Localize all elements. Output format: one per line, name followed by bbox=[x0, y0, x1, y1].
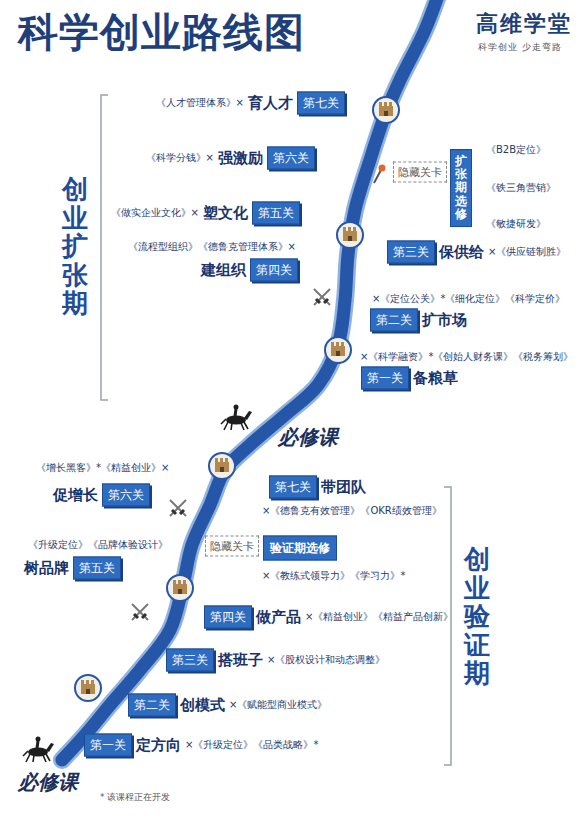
level-badge: 第三关 bbox=[166, 649, 214, 672]
course-list: ×《教练式领导力》《学习力》* bbox=[262, 570, 405, 582]
bracket bbox=[444, 487, 451, 765]
node-label: 扩张期选修 bbox=[455, 155, 467, 221]
course-list: 《人才管理体系》× bbox=[156, 97, 244, 109]
castle-icon bbox=[75, 675, 101, 701]
node-label: 第二关 bbox=[134, 697, 170, 714]
level-badge: 第五关 bbox=[252, 202, 300, 225]
course-list: 《敏捷研发》 bbox=[486, 218, 546, 230]
course-list: ×《升级定位》《品类战略》* bbox=[185, 739, 318, 751]
phase-title: 创业验证期 bbox=[464, 545, 490, 688]
node-label: 第三关 bbox=[393, 244, 429, 261]
node-label: 第七关 bbox=[303, 95, 339, 112]
level-name: 保供给 bbox=[439, 243, 484, 261]
level-name: 带团队 bbox=[321, 478, 366, 496]
level-name: 搭班子 bbox=[218, 651, 263, 669]
level-name: 育人才 bbox=[248, 94, 293, 112]
node-label: 第一关 bbox=[367, 370, 403, 387]
node-label: 第三关 bbox=[172, 652, 208, 669]
level-name: 建组织 bbox=[201, 261, 246, 279]
course-list: ×《股权设计和动态调整》 bbox=[267, 654, 385, 666]
level-name: 促增长 bbox=[53, 486, 98, 504]
castle-icon bbox=[373, 97, 399, 123]
course-list: ×《供应链制胜》 bbox=[488, 246, 566, 258]
level-badge: 第六关 bbox=[102, 484, 150, 507]
hidden-level-box: 隐藏关卡 bbox=[393, 162, 447, 183]
slogan-text: 科学创业 少走弯路 bbox=[478, 42, 562, 53]
level-badge: 第四关 bbox=[250, 259, 298, 282]
level-badge: 第六关 bbox=[267, 147, 315, 170]
sword-icon bbox=[170, 500, 186, 516]
required-course-label: 必修课 bbox=[18, 770, 78, 794]
hidden-level-box: 隐藏关卡 bbox=[205, 536, 259, 557]
level-name: 强激励 bbox=[218, 149, 263, 167]
node-label: 第二关 bbox=[376, 312, 412, 329]
level-badge: 第三关 bbox=[387, 241, 435, 264]
node-label: 第六关 bbox=[273, 150, 309, 167]
sword-icon bbox=[314, 289, 330, 305]
node-label: 第五关 bbox=[79, 560, 115, 577]
course-list: ×《赋能型商业模式》 bbox=[229, 699, 327, 711]
elective-box: 验证期选修 bbox=[263, 536, 337, 561]
course-list: 《科学分钱》× bbox=[146, 152, 214, 164]
level-name: 做产品 bbox=[256, 608, 301, 626]
castle-icon bbox=[325, 337, 351, 363]
course-list: ×《精益创业》《精益产品创新》 bbox=[305, 611, 453, 623]
node-label: 第四关 bbox=[210, 609, 246, 626]
level-name: 定方向 bbox=[136, 736, 181, 754]
level-badge: 第一关 bbox=[361, 367, 409, 390]
level-badge: 第四关 bbox=[204, 606, 252, 629]
level-badge: 第一关 bbox=[84, 734, 132, 757]
course-list: 《增长黑客》*《精益创业》× bbox=[36, 462, 169, 474]
torch-icon bbox=[374, 165, 386, 184]
course-list: 《做实企业文化》× bbox=[111, 207, 199, 219]
node-label: 第四关 bbox=[256, 262, 292, 279]
horse-rider-icon bbox=[221, 405, 252, 431]
elective-box: 扩张期选修 bbox=[450, 149, 472, 227]
node-label: 第五关 bbox=[258, 205, 294, 222]
required-course-label: 必修课 bbox=[278, 425, 338, 449]
node-label: 隐藏关卡 bbox=[210, 539, 254, 554]
level-name: 创模式 bbox=[180, 696, 225, 714]
road-edge bbox=[62, 0, 440, 760]
node-label: 验证期选修 bbox=[270, 540, 330, 557]
level-badge: 第二关 bbox=[128, 694, 176, 717]
logo-text: 高维学堂 bbox=[476, 11, 572, 37]
level-name: 树品牌 bbox=[24, 559, 69, 577]
course-list: 《B2B定位》 bbox=[486, 144, 546, 156]
level-name: 备粮草 bbox=[413, 369, 458, 387]
bracket bbox=[101, 95, 108, 400]
node-label: 第七关 bbox=[275, 479, 311, 496]
level-name: 塑文化 bbox=[203, 204, 248, 222]
node-label: 第一关 bbox=[90, 737, 126, 754]
level-name: 扩市场 bbox=[422, 311, 467, 329]
course-list: 《铁三角营销》 bbox=[486, 182, 556, 194]
title: 科学创业路线图 bbox=[18, 8, 305, 56]
course-list: ×《德鲁克有效管理》《OKR绩效管理》 bbox=[262, 505, 442, 517]
level-badge: 第七关 bbox=[269, 476, 317, 499]
castle-icon bbox=[167, 575, 193, 601]
level-badge: 第五关 bbox=[73, 557, 121, 580]
node-label: 隐藏关卡 bbox=[398, 165, 442, 180]
sword-icon bbox=[132, 604, 148, 620]
castle-icon bbox=[209, 453, 235, 479]
phase-title: 创业扩张期 bbox=[62, 175, 88, 318]
course-list: ×《定位公关》*《细化定位》《科学定价》 bbox=[372, 293, 565, 305]
level-badge: 第七关 bbox=[297, 92, 345, 115]
footnote: * 该课程正在开发 bbox=[100, 792, 170, 803]
road bbox=[62, 0, 440, 760]
course-list: ×《科学融资》*《创始人财务课》《税务筹划》 bbox=[360, 351, 573, 363]
level-badge: 第二关 bbox=[370, 309, 418, 332]
course-list: 《流程型组织》《德鲁克管理体系》× bbox=[128, 241, 296, 253]
horse-rider-icon bbox=[23, 737, 54, 763]
course-list: 《升级定位》《品牌体验设计》 bbox=[28, 539, 168, 551]
castle-icon bbox=[337, 222, 363, 248]
node-label: 第六关 bbox=[108, 487, 144, 504]
